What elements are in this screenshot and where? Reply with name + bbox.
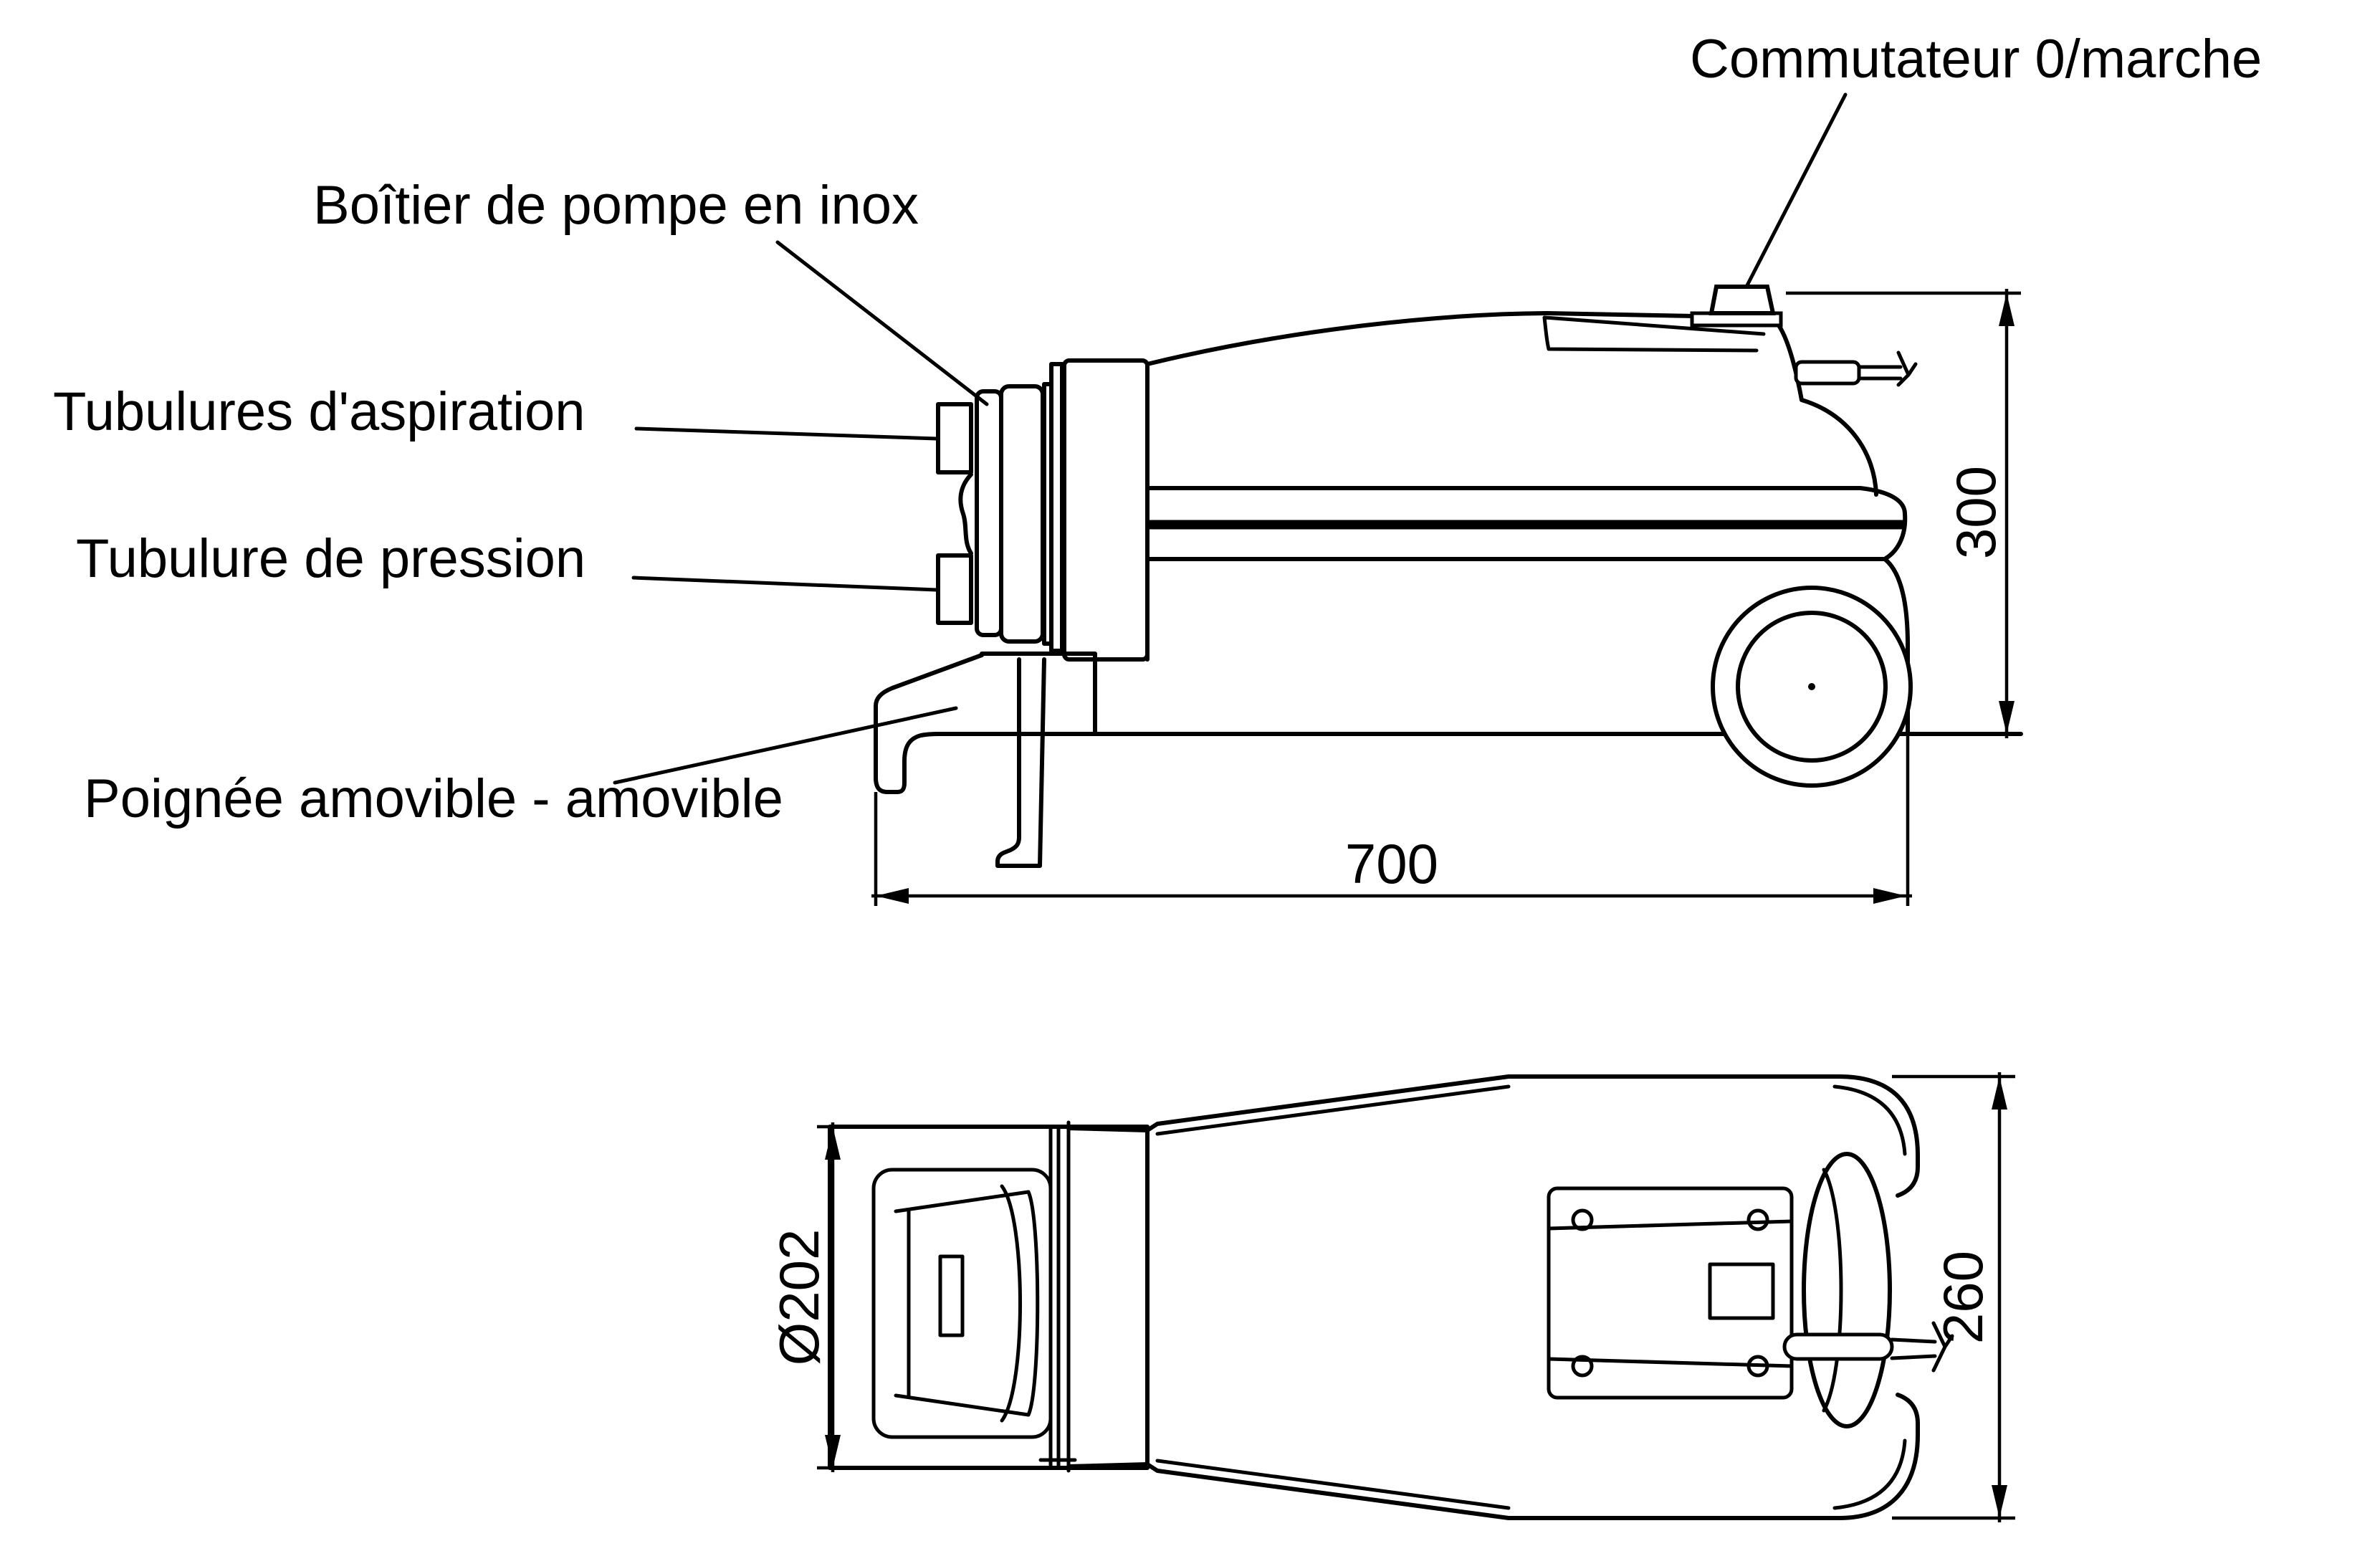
plan-handle <box>1782 1321 1954 1373</box>
wheel <box>1711 586 1913 788</box>
label-handle: Poignée amovible - amovible <box>84 768 783 829</box>
plan-handle-arrow <box>1931 1321 1954 1373</box>
dimension-width-value: 260 <box>1931 1251 1994 1344</box>
base-front-step <box>980 652 1097 736</box>
body-right-profile <box>1777 323 1878 497</box>
dimensions: 700 300 Ø202 260 <box>768 289 2021 1522</box>
arrowhead-right <box>1873 888 1906 904</box>
plan-top-outline <box>1066 1074 1920 1198</box>
width-extension-lines <box>1892 1074 2015 1520</box>
head-cap-arc <box>1026 1190 1040 1417</box>
support-leg <box>995 657 1046 868</box>
plan-handle-rails <box>1890 1337 1937 1360</box>
pressure-port-shape <box>936 553 973 625</box>
switch-knob <box>1708 285 1776 315</box>
dimension-diameter: Ø202 <box>768 1122 849 1472</box>
collar-2 <box>999 384 1045 644</box>
arrowhead-up <box>825 1127 841 1160</box>
leader-suction-ports <box>634 426 939 441</box>
head-port-boss <box>938 1254 965 1337</box>
tank-rim <box>1145 486 1908 561</box>
collar-1 <box>975 389 1003 637</box>
leader-handle <box>613 706 958 785</box>
plan-rim-lines <box>1155 1084 1511 1510</box>
label-switch: Commutateur 0/marche <box>1690 29 2262 90</box>
suction-port-shape <box>936 402 973 474</box>
cord-hook-bar <box>1794 360 1861 386</box>
arrowhead-down <box>1992 1485 2007 1518</box>
dimension-height: 300 <box>1786 289 2021 738</box>
plan-view <box>828 1074 1954 1520</box>
label-pressure-port: Tubulure de pression <box>76 528 586 589</box>
bellows-profile <box>958 472 973 555</box>
leader-switch <box>1745 92 1848 287</box>
flange-separator <box>1048 1125 1061 1470</box>
length-extension-lines <box>874 734 1910 906</box>
arrowhead-up <box>1999 293 2015 326</box>
dimension-length: 700 <box>871 734 1912 906</box>
plan-corner-inner-arcs <box>1832 1084 1907 1510</box>
cord-hook <box>1794 350 1918 387</box>
plan-wheel-oval <box>1802 1152 1892 1428</box>
arrowhead-left <box>876 888 909 904</box>
leader-pump-housing <box>775 240 989 406</box>
arrowhead-up <box>1992 1077 2007 1110</box>
label-suction-ports: Tubulures d'aspiration <box>53 381 586 442</box>
plan-bottom-outline <box>1066 1393 1920 1520</box>
removable-handle-hook <box>874 653 984 794</box>
screw-hole <box>1571 1208 1594 1231</box>
screw-hole <box>1746 1355 1769 1378</box>
cord-hook-rails <box>1857 365 1903 381</box>
motor-plate-outline <box>1547 1186 1794 1400</box>
body-top-panel <box>1542 315 1766 353</box>
pump-head <box>936 358 1150 662</box>
head-dome-arc <box>1000 1184 1022 1423</box>
plan-handle-bar <box>1782 1332 1894 1361</box>
lower-body-right-edge <box>1883 557 1910 736</box>
body-top-curve <box>1145 311 1696 366</box>
screw-hole <box>1746 1208 1769 1231</box>
motor-plate <box>1547 1186 1794 1400</box>
motor-plate-window <box>1708 1262 1775 1320</box>
head-outline <box>828 1125 1150 1470</box>
callouts: Commutateur 0/marche Boîtier de pompe en… <box>53 29 2262 829</box>
power-switch <box>1690 285 1783 328</box>
cord-hook-arrow <box>1896 350 1918 387</box>
leader-pressure-port <box>631 576 939 592</box>
label-pump-housing: Boîtier de pompe en inox <box>313 175 919 236</box>
wheel-axle-dot <box>1808 683 1815 690</box>
arrowhead-down <box>825 1435 841 1468</box>
arrowhead-down <box>1999 701 2015 734</box>
plan-wheel-inner-arc <box>1822 1168 1843 1413</box>
plan-body <box>1066 1074 1954 1520</box>
plan-pump-head <box>828 1120 1150 1473</box>
dimension-diameter-value: Ø202 <box>768 1229 831 1366</box>
mount-plate-wide <box>1062 358 1150 662</box>
mount-plate-thin <box>1049 362 1064 653</box>
side-view <box>874 285 2023 868</box>
body-outline <box>1145 311 1910 736</box>
dimension-length-value: 700 <box>1345 832 1438 895</box>
screw-hole <box>1571 1355 1594 1378</box>
dimension-width: 260 <box>1892 1072 2015 1522</box>
dimension-height-value: 300 <box>1944 466 2007 559</box>
body-front-edge <box>1038 1120 1077 1473</box>
